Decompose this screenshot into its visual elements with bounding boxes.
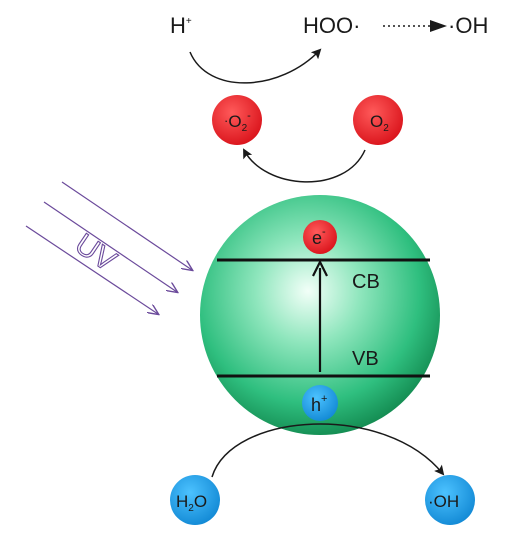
electron-label: e- [312,226,326,248]
electron-circle [303,220,337,254]
uv-label: UV [69,228,122,279]
h-plus-to-hoo-arrow [189,48,322,84]
superoxide-circle [212,95,262,145]
conduction-band-label: CB [352,271,380,293]
oxygen-circle [353,95,403,145]
hole-circle [302,385,338,421]
superoxide-label: ·O2- [224,110,251,134]
oxygen-to-superoxide-arrow [243,148,366,183]
hydroxyl-top-label: ·OH [448,13,488,38]
hoo-radical-label: HOO· [303,13,360,38]
hydroxyl-label: ·OH [428,492,459,511]
water-circle [170,475,220,525]
water-to-hydroxyl-arrow [211,423,445,478]
h-plus-label: H+ [170,13,192,38]
water-label: H2O [176,492,207,514]
hydroxyl-circle [425,475,475,525]
oxygen-label: O2 [370,112,389,134]
valence-band-label: VB [352,348,379,370]
dotted-arrowhead-icon [430,20,447,32]
uv-rays [25,181,192,314]
uv-ray-3 [25,225,158,314]
hole-label: h+ [311,393,327,415]
uv-ray-1 [61,181,192,270]
excitation-arrowhead-icon [312,259,328,277]
uv-ray-2 [43,201,177,292]
